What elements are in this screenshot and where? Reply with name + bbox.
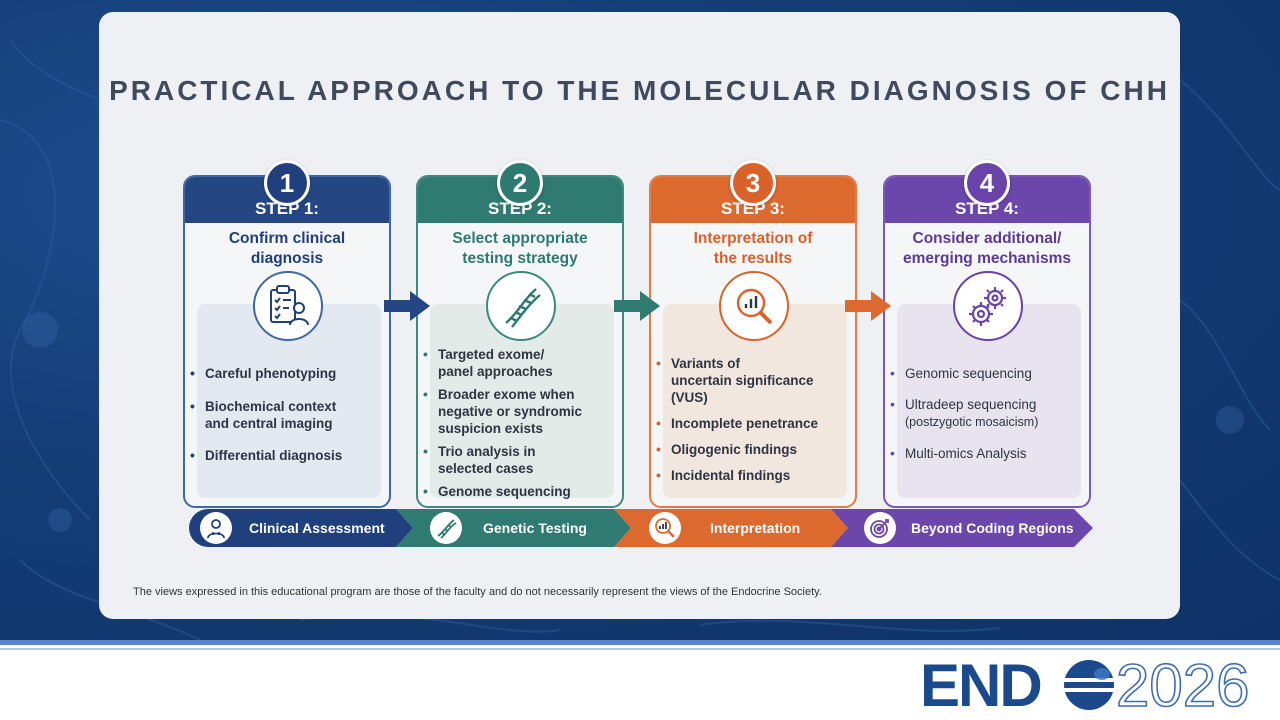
step-1-subtitle: Confirm clinical diagnosis xyxy=(228,230,346,267)
magnifier-chart-icon xyxy=(719,271,789,341)
process-label-interpretation: Interpretation xyxy=(710,520,801,536)
process-segment-clinical-assessment xyxy=(189,509,413,547)
step-2-bullets: Targeted exome/panel approaches Broader … xyxy=(418,346,582,506)
step-4-card: STEP 4: Consider additional/ emerging me… xyxy=(883,160,1091,508)
list-item: Differential diagnosis xyxy=(185,447,342,464)
step-1-box: STEP 1: Confirm clinical diagnosis Care xyxy=(183,175,391,508)
slide-title: PRACTICAL APPROACH TO THE MOLECULAR DIAG… xyxy=(109,75,1170,106)
logo-year-text: 2026 xyxy=(1116,656,1249,712)
list-item: Multi-omics Analysis xyxy=(885,445,1038,462)
logo-end-text: END xyxy=(920,656,1041,712)
clipboard-doctor-icon xyxy=(253,271,323,341)
list-item: Targeted exome/panel approaches xyxy=(418,346,582,380)
arrow-right-icon xyxy=(845,291,891,321)
endo-2026-logo: END 2026 xyxy=(920,656,1250,712)
list-item: Careful phenotyping xyxy=(185,365,342,382)
step-4-number: 4 xyxy=(964,160,1010,206)
step-1-bullets: Careful phenotyping Biochemical contexta… xyxy=(185,365,342,476)
footer-stripe xyxy=(0,648,1280,650)
footer-stripe xyxy=(0,645,1280,648)
dna-icon xyxy=(486,271,556,341)
magnifier-chart-icon xyxy=(649,512,681,544)
step-4-box: STEP 4: Consider additional/ emerging me… xyxy=(883,175,1091,508)
list-item: Oligogenic findings xyxy=(651,441,818,458)
step-4-bullets: Genomic sequencing Ultradeep sequencing(… xyxy=(885,365,1038,474)
gears-icon xyxy=(953,271,1023,341)
step-4-subtitle: Consider additional/ emerging mechanisms xyxy=(903,230,1071,267)
step-2-subtitle: Select appropriate testing strategy xyxy=(452,230,588,267)
arrow-right-icon xyxy=(384,291,430,321)
process-label-clinical-assessment: Clinical Assessment xyxy=(249,520,385,536)
footer-stripe xyxy=(0,640,1280,645)
list-item: Incomplete penetrance xyxy=(651,415,818,432)
step-3-box: STEP 3: Interpretation of the results Va… xyxy=(649,175,857,508)
doctor-icon xyxy=(200,512,232,544)
step-2-card: STEP 2: Select appropriate testing strat… xyxy=(416,160,624,508)
list-item: Incidental findings xyxy=(651,467,818,484)
list-item: Genomic sequencing xyxy=(885,365,1038,382)
step-3-number: 3 xyxy=(730,160,776,206)
step-2-box: STEP 2: Select appropriate testing strat… xyxy=(416,175,624,508)
slide-card: PRACTICAL APPROACH TO THE MOLECULAR DIAG… xyxy=(99,12,1180,619)
step-3-card: STEP 3: Interpretation of the results Va… xyxy=(649,160,857,508)
process-label-beyond-coding-regions: Beyond Coding Regions xyxy=(911,520,1074,536)
process-label-genetic-testing: Genetic Testing xyxy=(483,520,587,536)
process-segment-beyond-coding-regions xyxy=(831,509,1093,547)
arrow-right-icon xyxy=(614,291,660,321)
disclaimer-footnote: The views expressed in this educational … xyxy=(133,586,822,598)
step-1-number: 1 xyxy=(264,160,310,206)
target-icon xyxy=(864,512,896,544)
process-bar-labels: Clinical Assessment Genetic Testing Inte… xyxy=(189,509,1095,547)
step-3-subtitle: Interpretation of the results xyxy=(693,230,813,267)
step-2-number: 2 xyxy=(497,160,543,206)
globe-icon xyxy=(1064,660,1114,710)
step-1-card: STEP 1: Confirm clinical diagnosis Care xyxy=(183,160,391,508)
dna-icon xyxy=(430,512,462,544)
list-item: Genome sequencing xyxy=(418,483,582,500)
list-item: Ultradeep sequencing(postzygotic mosaici… xyxy=(885,396,1038,431)
